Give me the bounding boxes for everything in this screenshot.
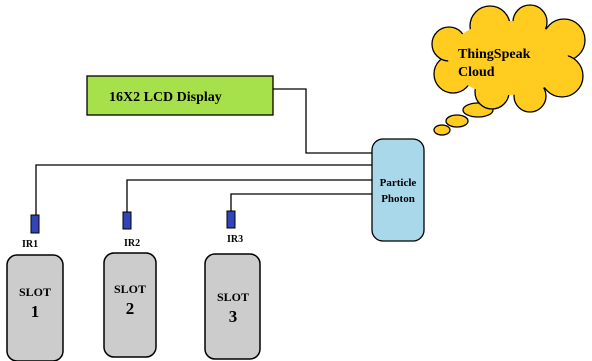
parking-slot-1: SLOT 1	[6, 254, 64, 361]
thingspeak-cloud: ThingSpeak Cloud	[431, 4, 586, 136]
wire-ir1-photon	[35, 164, 372, 215]
ir-sensor-3: IR3	[226, 210, 243, 245]
cloud-label-line1: ThingSpeak	[458, 47, 531, 62]
wires	[35, 88, 372, 215]
ir-sensor-2: IR2	[122, 211, 140, 249]
cloud-fill	[448, 21, 568, 95]
cloud-bubble-medium	[445, 114, 469, 128]
wire-lcd-photon	[273, 88, 372, 154]
photon-label-line1: Particle	[380, 177, 417, 189]
particle-photon: Particle Photon	[371, 138, 425, 242]
cloud-bubble-small	[433, 124, 451, 136]
ir-sensor-1: IR1	[22, 214, 40, 250]
slot-title: SLOT	[19, 285, 51, 299]
ir-sensor-label: IR3	[227, 234, 243, 245]
wire-ir2-photon	[126, 179, 372, 212]
slot-number: 3	[229, 307, 238, 326]
lcd-display: 16X2 LCD Display	[86, 75, 274, 116]
lcd-display-label: 16X2 LCD Display	[109, 90, 222, 105]
slot-title: SLOT	[114, 282, 146, 296]
parking-slot-3: SLOT 3	[204, 253, 261, 360]
ir-sensor-label: IR1	[22, 239, 38, 250]
parking-slot-2: SLOT 2	[103, 252, 157, 358]
cloud-label-line2: Cloud	[458, 65, 495, 80]
slot-number: 1	[31, 302, 40, 321]
photon-label-line2: Photon	[381, 193, 415, 205]
slot-number: 2	[126, 299, 135, 318]
wire-ir3-photon	[230, 193, 372, 211]
slot-title: SLOT	[217, 290, 249, 304]
ir-sensor-label: IR2	[124, 238, 140, 249]
